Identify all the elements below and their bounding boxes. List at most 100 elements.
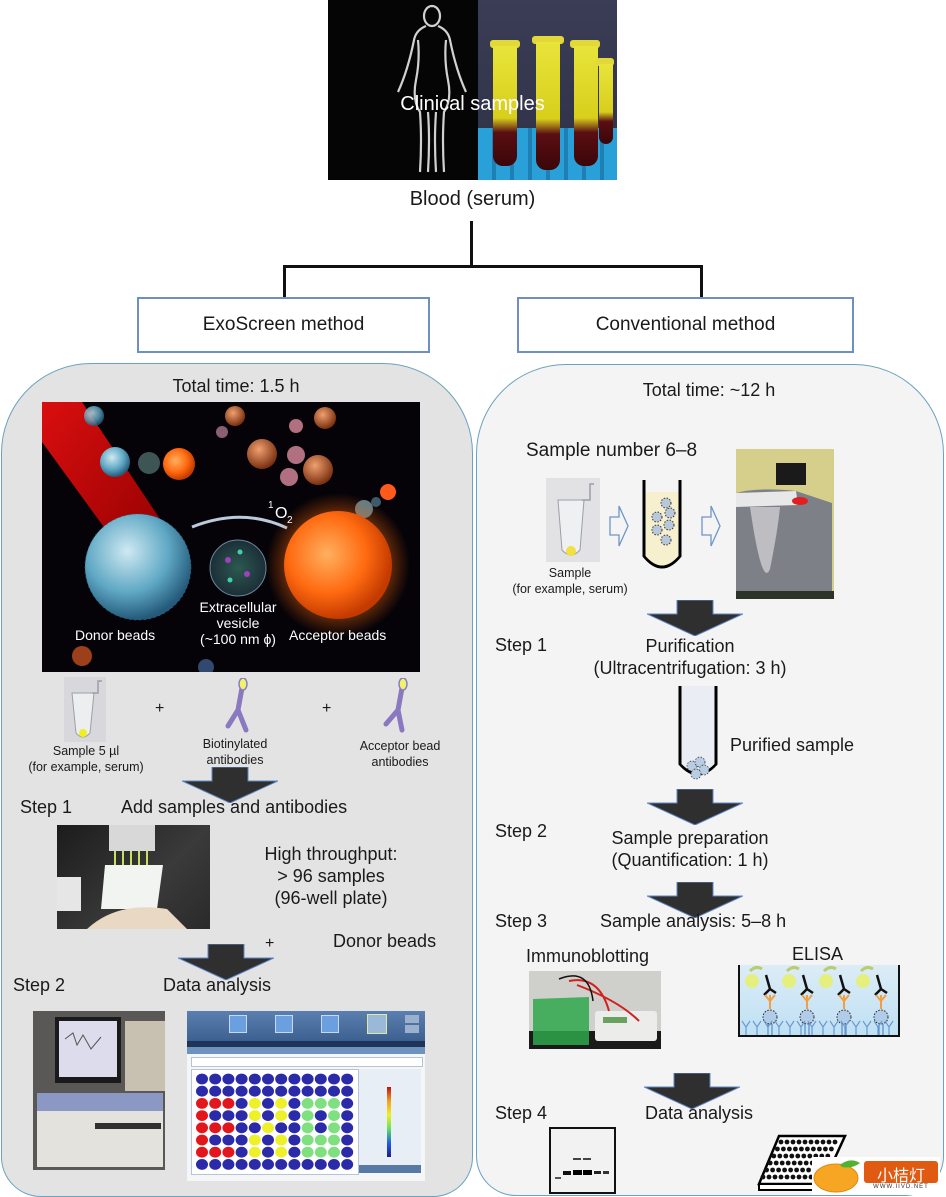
well-F7[interactable] [275,1134,288,1146]
well-H2[interactable] [209,1159,222,1170]
well-F11[interactable] [328,1134,340,1146]
well-A5[interactable] [248,1073,261,1085]
well-E11[interactable] [328,1122,340,1134]
well-D11[interactable] [328,1110,340,1121]
well-B12[interactable] [341,1085,354,1097]
well-G4[interactable] [235,1146,248,1158]
well-C11[interactable] [328,1098,340,1109]
well-B10[interactable] [314,1085,327,1097]
well-D3[interactable] [222,1110,235,1121]
well-F1[interactable] [196,1134,208,1146]
well-F10[interactable] [314,1134,327,1146]
well-H7[interactable] [275,1159,288,1170]
well-A4[interactable] [235,1073,248,1085]
well-F8[interactable] [288,1134,301,1146]
well-G6[interactable] [262,1146,274,1158]
well-G1[interactable] [196,1146,208,1158]
well-C9[interactable] [301,1098,314,1109]
software-tab-strip[interactable] [187,1047,425,1054]
toolbar-icon[interactable] [405,1025,419,1033]
toolbar-icon[interactable] [275,1015,293,1033]
well-A12[interactable] [341,1073,354,1085]
well-H10[interactable] [314,1159,327,1170]
well-F2[interactable] [209,1134,222,1146]
toolbar-icon[interactable] [321,1015,339,1033]
well-E9[interactable] [301,1122,314,1134]
well-A9[interactable] [301,1073,314,1085]
well-C7[interactable] [275,1098,288,1109]
well-H5[interactable] [248,1159,261,1170]
well-E8[interactable] [288,1122,301,1134]
well-E5[interactable] [248,1122,261,1134]
well-C6[interactable] [262,1098,274,1109]
well-H6[interactable] [262,1159,274,1170]
well-B5[interactable] [248,1085,261,1097]
well-D2[interactable] [209,1110,222,1121]
well-A3[interactable] [222,1073,235,1085]
well-D10[interactable] [314,1110,327,1121]
well-G10[interactable] [314,1146,327,1158]
well-D7[interactable] [275,1110,288,1121]
toolbar-icon[interactable] [405,1015,419,1023]
well-D12[interactable] [341,1110,354,1121]
well-A1[interactable] [196,1073,208,1085]
well-B6[interactable] [262,1085,274,1097]
toolbar-icon-active[interactable] [367,1014,387,1034]
well-E6[interactable] [262,1122,274,1134]
well-E12[interactable] [341,1122,354,1134]
well-B1[interactable] [196,1085,208,1097]
well-D4[interactable] [235,1110,248,1121]
well-G12[interactable] [341,1146,354,1158]
well-C2[interactable] [209,1098,222,1109]
well-F9[interactable] [301,1134,314,1146]
well-A11[interactable] [328,1073,340,1085]
well-A6[interactable] [262,1073,274,1085]
well-E4[interactable] [235,1122,248,1134]
well-H3[interactable] [222,1159,235,1170]
well-E1[interactable] [196,1122,208,1134]
well-D5[interactable] [248,1110,261,1121]
well-G7[interactable] [275,1146,288,1158]
well-A7[interactable] [275,1073,288,1085]
well-H4[interactable] [235,1159,248,1170]
well-D9[interactable] [301,1110,314,1121]
well-B11[interactable] [328,1085,340,1097]
well-C12[interactable] [341,1098,354,1109]
well-F5[interactable] [248,1134,261,1146]
well-G9[interactable] [301,1146,314,1158]
well-D8[interactable] [288,1110,301,1121]
well-E10[interactable] [314,1122,327,1134]
well-B8[interactable] [288,1085,301,1097]
well-C5[interactable] [248,1098,261,1109]
well-E3[interactable] [222,1122,235,1134]
well-C3[interactable] [222,1098,235,1109]
well-H1[interactable] [196,1159,208,1170]
well-B3[interactable] [222,1085,235,1097]
well-B2[interactable] [209,1085,222,1097]
well-F4[interactable] [235,1134,248,1146]
well-G3[interactable] [222,1146,235,1158]
well-D6[interactable] [262,1110,274,1121]
well-E2[interactable] [209,1122,222,1134]
well-E7[interactable] [275,1122,288,1134]
well-H9[interactable] [301,1159,314,1170]
well-G5[interactable] [248,1146,261,1158]
well-H11[interactable] [328,1159,340,1170]
well-G11[interactable] [328,1146,340,1158]
well-B7[interactable] [275,1085,288,1097]
well-C4[interactable] [235,1098,248,1109]
well-A8[interactable] [288,1073,301,1085]
well-C8[interactable] [288,1098,301,1109]
apply-button[interactable] [359,1165,421,1173]
well-C10[interactable] [314,1098,327,1109]
well-G8[interactable] [288,1146,301,1158]
well-A10[interactable] [314,1073,327,1085]
well-F6[interactable] [262,1134,274,1146]
well-H8[interactable] [288,1159,301,1170]
well-G2[interactable] [209,1146,222,1158]
well-F12[interactable] [341,1134,354,1146]
well-D1[interactable] [196,1110,208,1121]
toolbar-icon[interactable] [229,1015,247,1033]
well-H12[interactable] [341,1159,354,1170]
well-F3[interactable] [222,1134,235,1146]
